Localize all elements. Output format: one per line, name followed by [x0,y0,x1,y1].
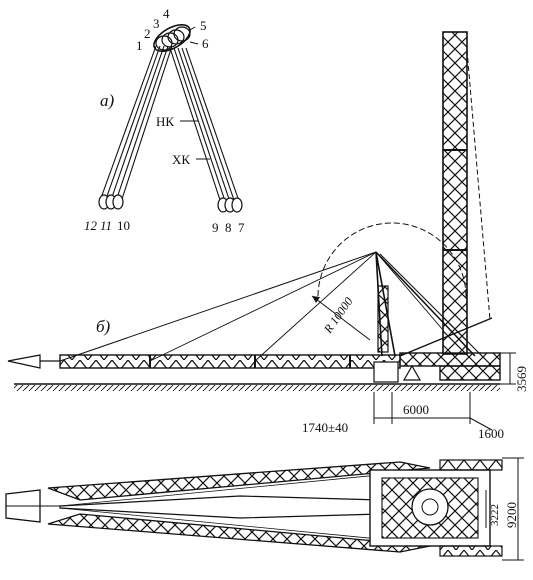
point-label-5: 5 [200,18,207,33]
plan-width-value: 9200 [504,502,519,528]
dimension-span: 6000 1740±40 1600 [302,392,504,441]
line-label-hk: ХК [172,152,190,167]
plan-upper-arm [47,461,431,501]
plan-dimension-inner: 3222 [485,490,501,528]
dim-offset-value: 1740±40 [302,420,348,435]
horizontal-boom [7,354,401,369]
point-label-10: 10 [117,218,130,233]
plan-view: 9200 3222 [5,457,524,561]
point-label-7: 7 [238,220,245,235]
dim-height-value: 3569 [514,366,529,392]
point-label-11: 11 [100,218,112,233]
point-label-8: 8 [225,220,232,235]
plan-track-bottom [439,545,503,557]
dimension-height: 3569 [496,352,529,392]
point-label-2: 2 [144,26,151,41]
plan-center-body [59,495,381,519]
point-label-9: 9 [212,220,219,235]
ground-hatch [14,385,500,391]
diagram-a-label: а) [100,91,115,110]
right-cable-group [169,47,241,205]
point-label-12: 12 [84,218,98,233]
left-cable-group [100,45,173,203]
dim-span-value: 6000 [403,402,429,417]
dim-end-value: 1600 [478,426,504,441]
diagram-b: б) [7,31,529,441]
plan-inner-value: 3222 [489,504,501,526]
diagram-a: а) [84,6,245,235]
line-label-nk: НК [156,114,174,129]
radius-label: R 10000 [320,295,355,337]
left-bottom-pulleys [98,194,124,210]
top-pulley-block [153,23,191,53]
point-label-6: 6 [202,36,209,51]
a-frame-mast [59,251,493,362]
point-label-1: 1 [136,38,143,53]
crane-base [373,352,501,383]
right-bottom-pulleys [217,197,243,213]
point-label-3: 3 [153,16,160,31]
point-label-4: 4 [163,6,170,21]
diagram-b-label: б) [96,317,111,336]
plan-dimension-width: 9200 [502,457,524,561]
plan-track-top [439,459,503,471]
vertical-tower [442,31,491,355]
